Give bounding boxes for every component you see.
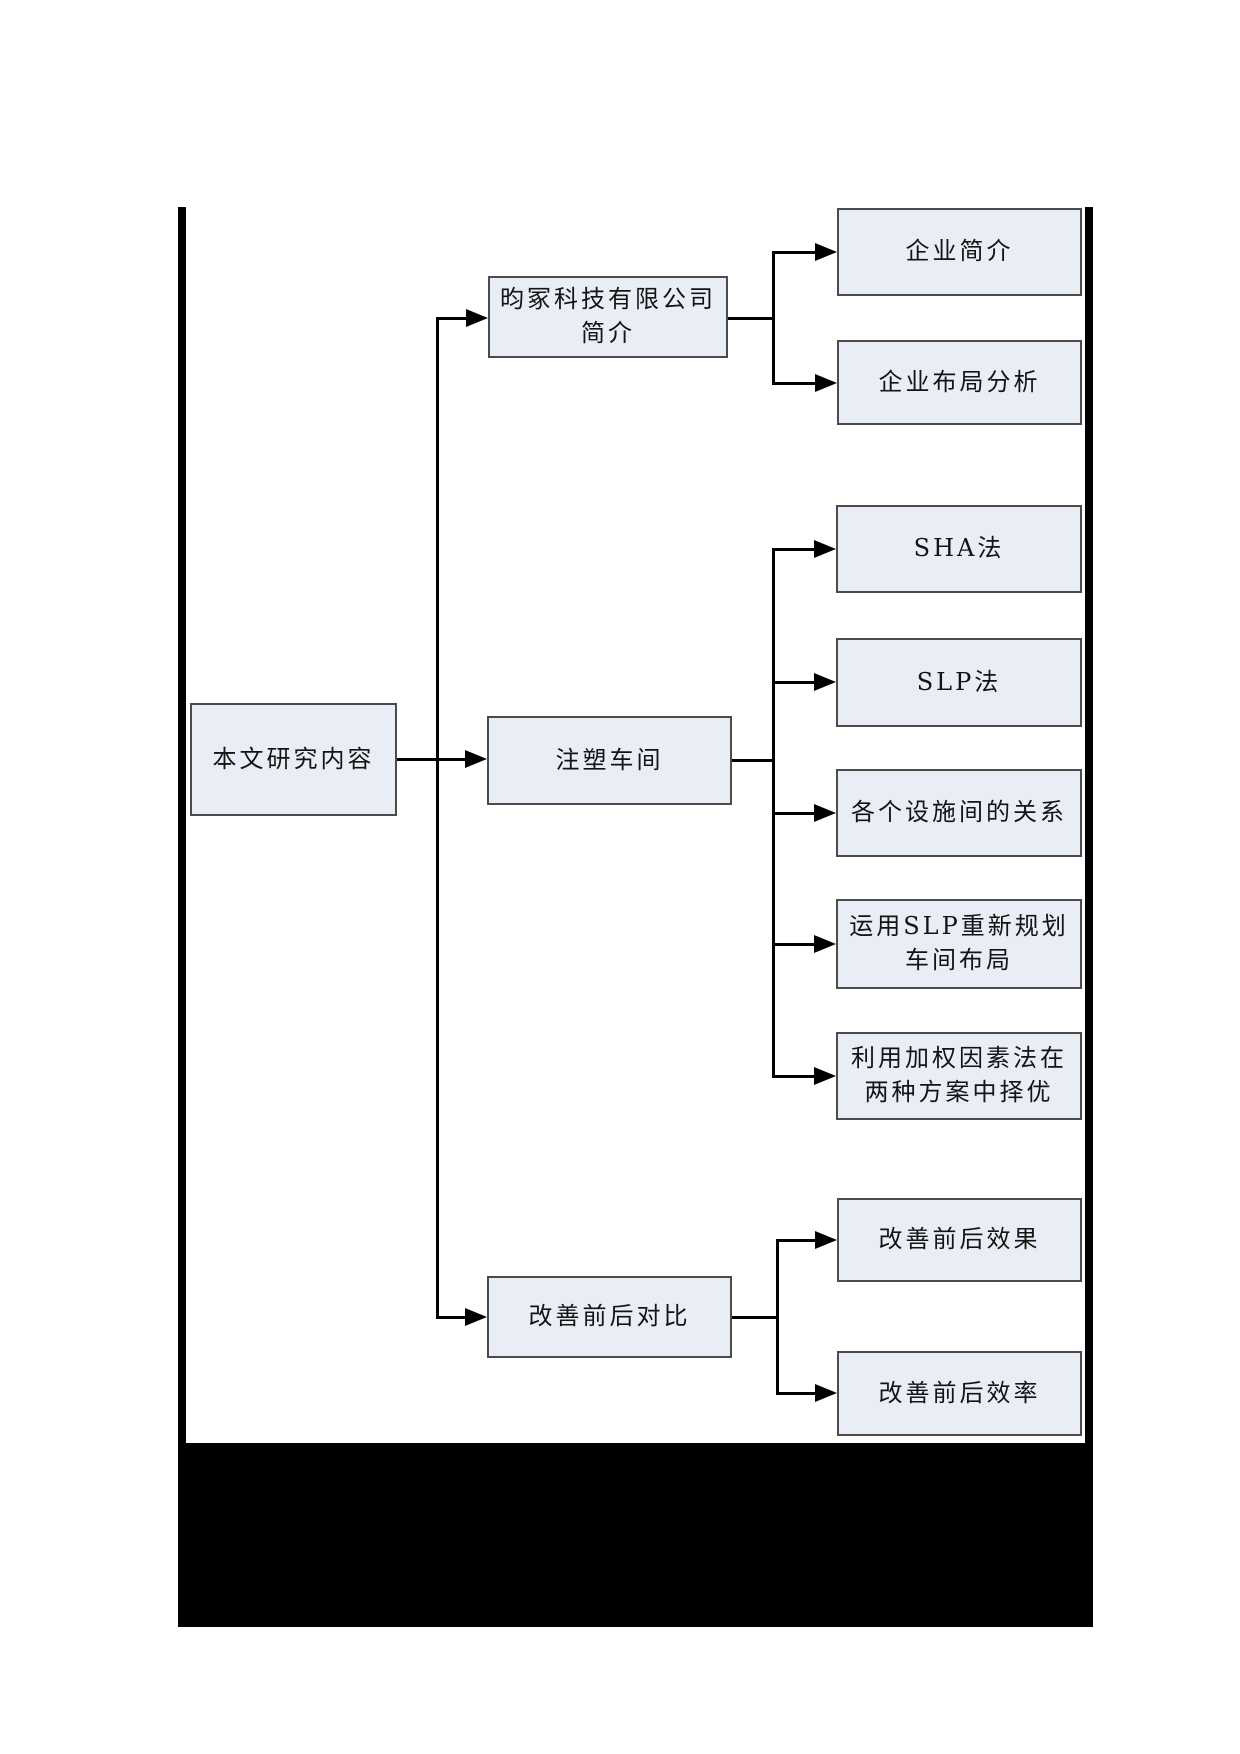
node-facility-relations: 各个设施间的关系 [836,769,1082,857]
node-weighted-factor-select: 利用加权因素法在 两种方案中择优 [836,1032,1082,1120]
connector-trunk-to-company [437,317,468,320]
arrow-to-workshop [465,750,487,768]
node-company-layout-analysis: 企业布局分析 [837,340,1082,425]
scan-black-block-bottom [178,1443,1093,1627]
connector-company-feed [728,317,775,320]
arrow-to-effect [815,1231,837,1249]
connector-to-company-profile [773,251,817,254]
connector-to-weighted-factor [773,1075,816,1078]
arrow-to-efficiency [815,1384,837,1402]
node-slp-replan-layout: 运用SLP重新规划 车间布局 [836,899,1082,989]
connector-workshop-feed [732,759,775,762]
node-slp-method: SLP法 [836,638,1082,727]
connector-trunk-to-compare [437,1316,467,1319]
connector-to-facility-relations [773,812,816,815]
connector-to-company-layout [773,382,817,385]
node-before-after-compare: 改善前后对比 [487,1276,732,1358]
connector-to-slp [773,681,816,684]
node-before-after-efficiency: 改善前后效率 [837,1351,1082,1436]
node-before-after-effect: 改善前后效果 [837,1198,1082,1282]
node-company-intro: 昀冢科技有限公司 简介 [488,276,728,358]
arrow-to-facility-relations [814,804,836,822]
connector-main-trunk [436,317,439,1319]
arrow-to-compare [465,1308,487,1326]
arrow-to-company [466,309,488,327]
arrow-to-company-profile [815,243,837,261]
connector-compare-feed [732,1316,778,1319]
arrow-to-slp-replan [814,935,836,953]
node-sha-method: SHA法 [836,505,1082,593]
connector-to-effect [777,1239,817,1242]
connector-company-branch [772,251,775,385]
arrow-to-company-layout [815,374,837,392]
arrow-to-slp [814,673,836,691]
node-company-profile: 企业简介 [837,208,1082,296]
arrow-to-sha [814,540,836,558]
connector-to-efficiency [777,1392,817,1395]
node-injection-workshop: 注塑车间 [487,716,732,805]
arrow-to-weighted-factor [814,1067,836,1085]
scan-edge-right [1085,207,1093,1443]
scan-edge-left [178,207,186,1443]
node-root: 本文研究内容 [190,703,397,816]
connector-compare-branch [776,1239,779,1395]
connector-to-slp-replan [773,943,816,946]
connector-root-to-workshop [397,758,467,761]
connector-to-sha [773,548,816,551]
